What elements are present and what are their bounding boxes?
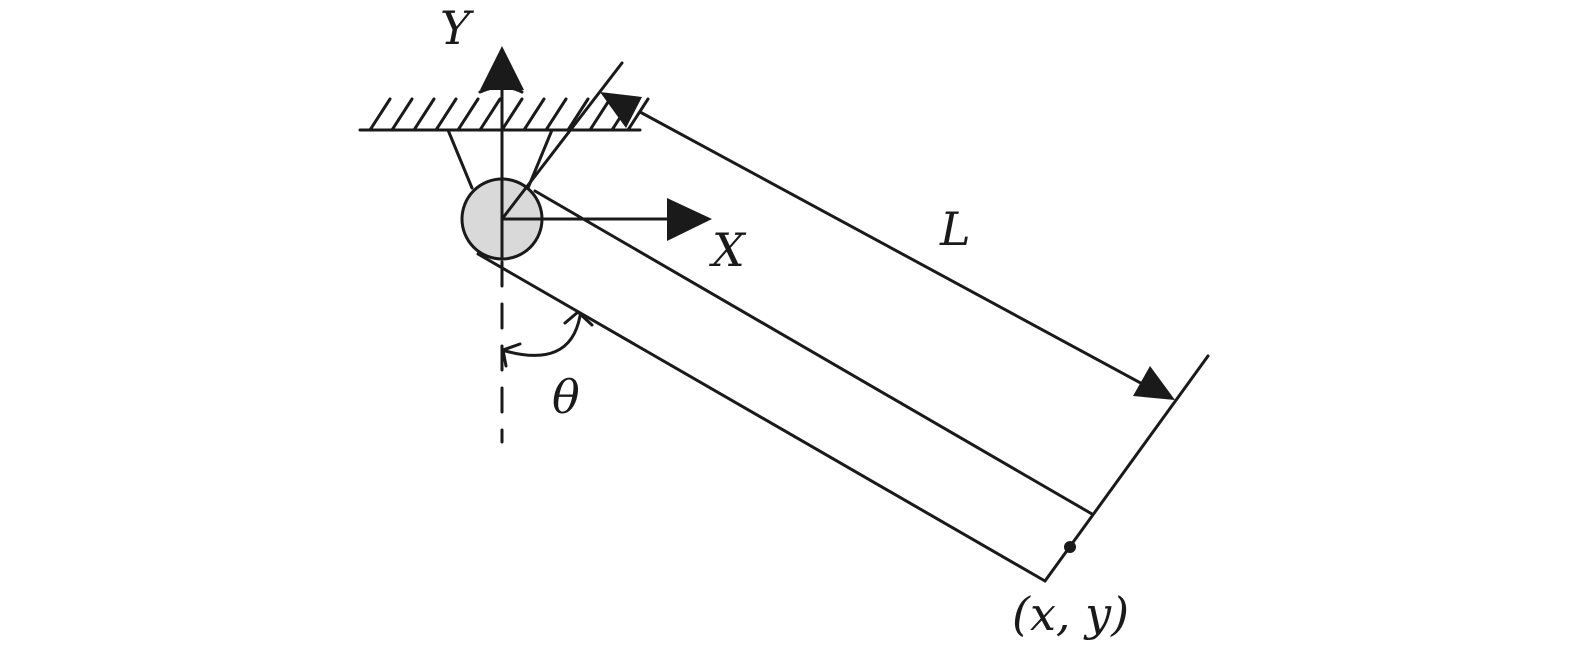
- endpoint-marker: [1064, 541, 1076, 553]
- ceiling-support: [358, 97, 650, 132]
- length-dimension: [600, 92, 1175, 400]
- y-axis-label: Y: [440, 1, 475, 55]
- length-reference-line: [500, 61, 624, 221]
- pendulum-arm: [476, 189, 1210, 583]
- x-axis: [500, 198, 712, 241]
- angle-label: θ: [552, 370, 580, 424]
- length-label: L: [939, 202, 971, 256]
- y-axis: [480, 46, 524, 261]
- angle-arc: [500, 309, 594, 368]
- endpoint-label: (x, y): [1012, 587, 1129, 641]
- rotation-arc: [478, 85, 524, 94]
- x-axis-label: X: [709, 223, 747, 277]
